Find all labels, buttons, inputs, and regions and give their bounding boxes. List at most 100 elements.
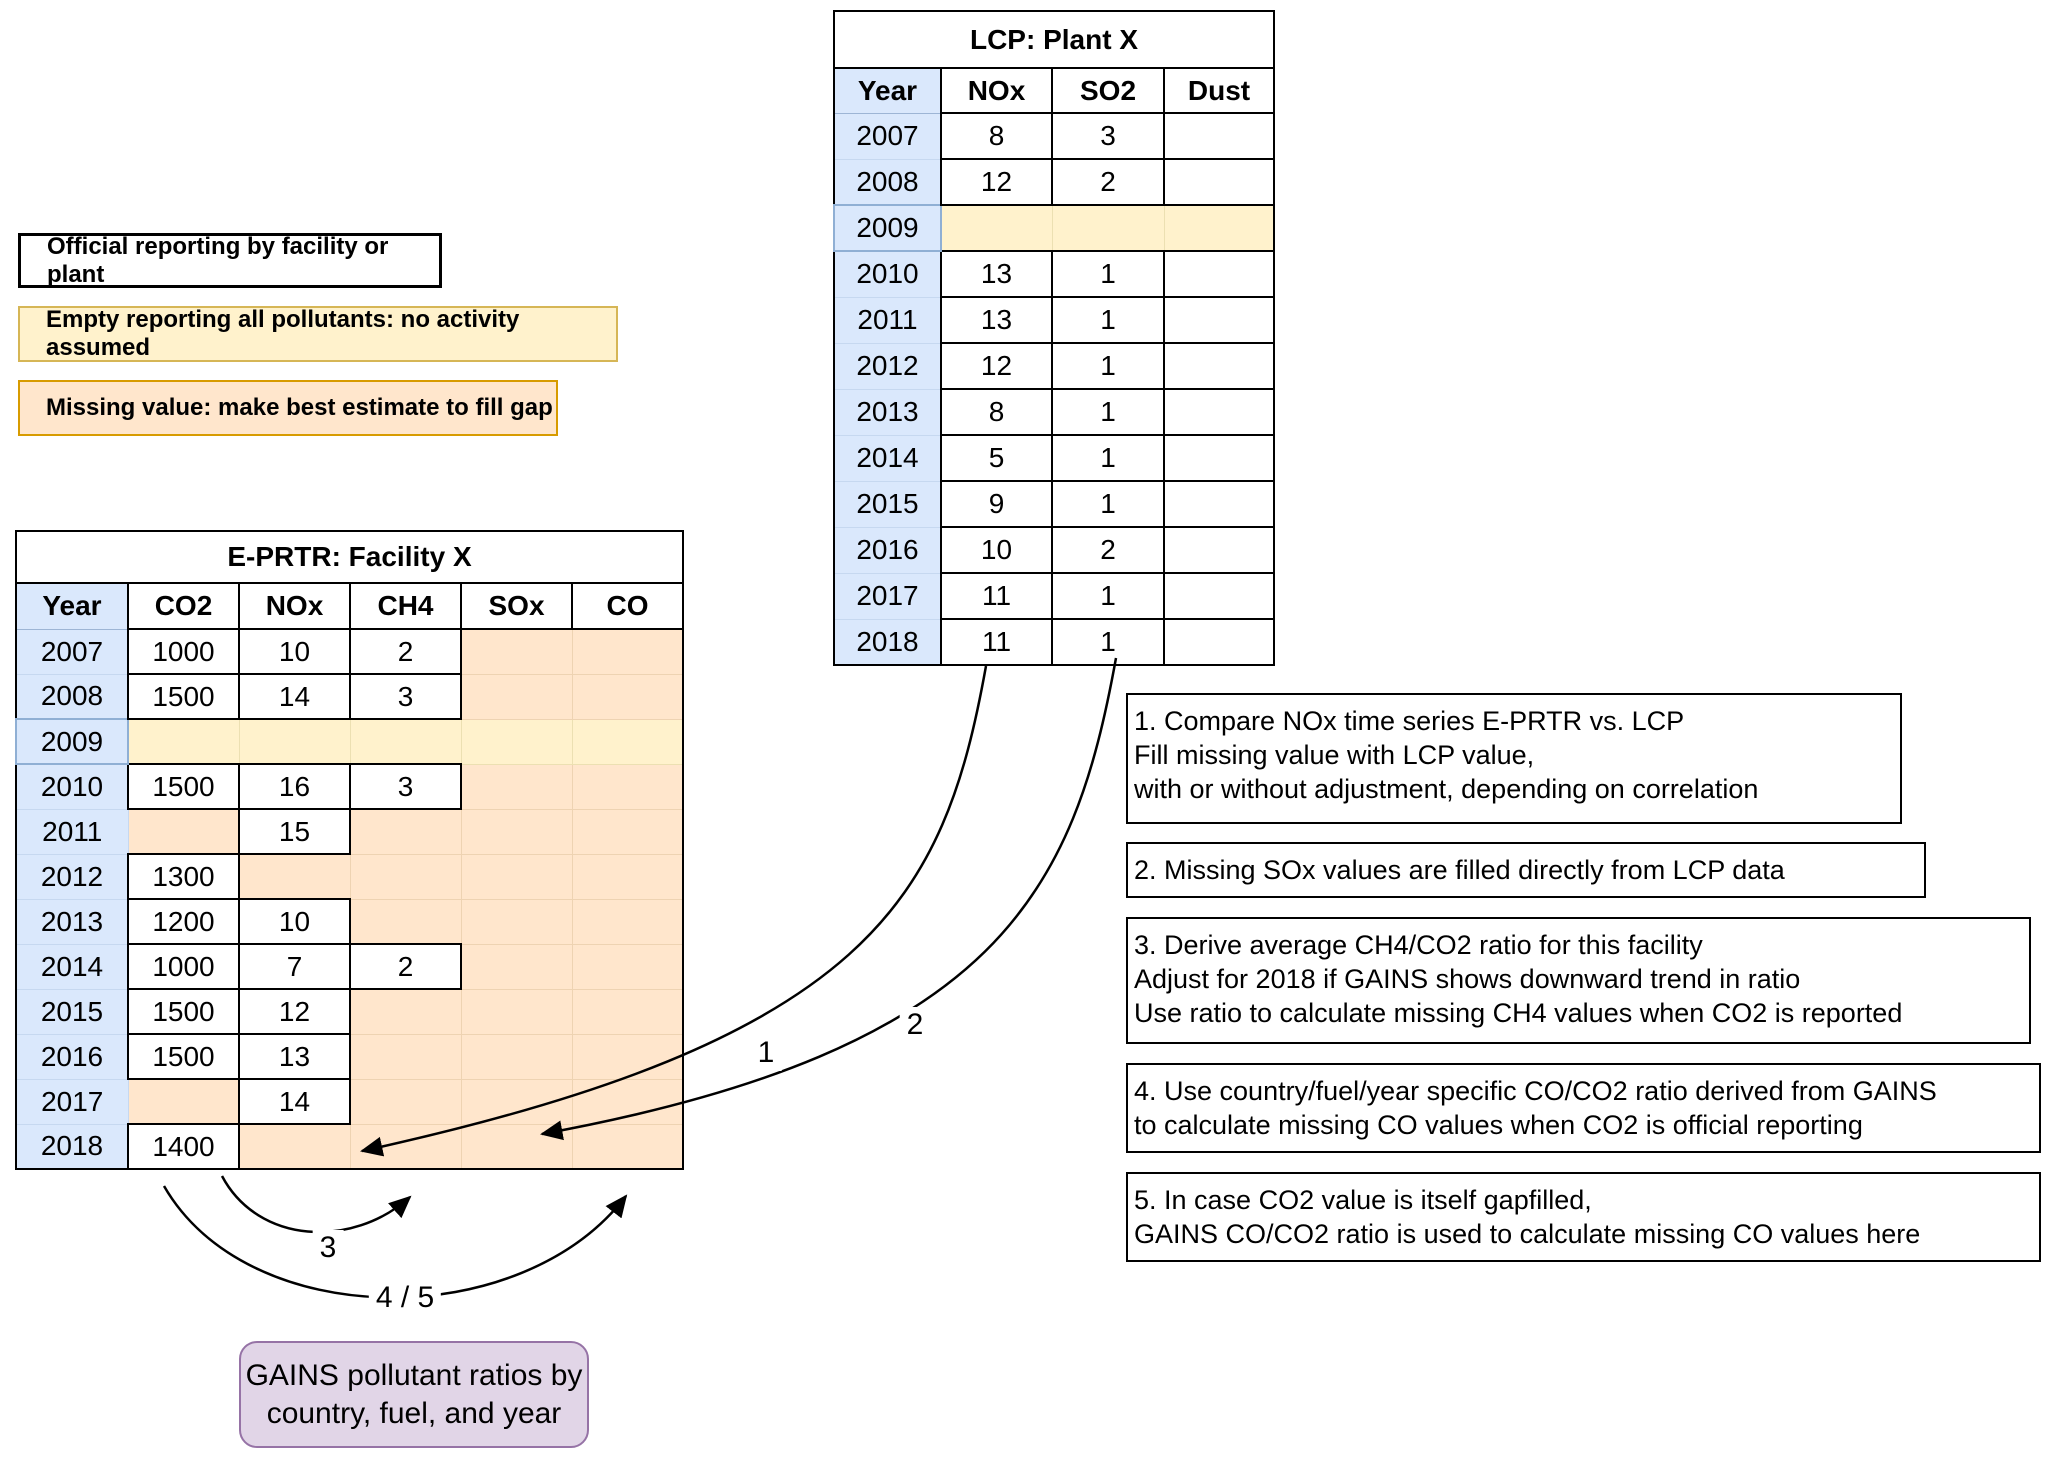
value-cell: 13 [940, 250, 1053, 298]
value-cell: 12 [238, 988, 351, 1035]
value-cell [571, 853, 684, 900]
value-cell [1163, 434, 1275, 482]
value-cell: 1000 [127, 628, 240, 675]
value-cell: 1 [1051, 572, 1165, 620]
value-cell [1163, 296, 1275, 344]
value-cell: 3 [349, 673, 462, 720]
value-cell: 13 [940, 296, 1053, 344]
legend-missing-label: Missing value: make best estimate to fil… [46, 394, 553, 421]
value-cell: 10 [940, 526, 1053, 574]
value-cell: 8 [940, 388, 1053, 436]
year-cell: 2011 [15, 808, 129, 855]
year-cell: 2013 [833, 388, 942, 436]
year-cell: 2010 [15, 763, 129, 810]
year-cell: 2014 [15, 943, 129, 990]
value-cell [349, 1033, 462, 1080]
note-3-ch4-co2-ratio: 3. Derive average CH4/CO2 ratio for this… [1126, 917, 2031, 1044]
value-cell [1163, 250, 1275, 298]
value-cell: 8 [940, 112, 1053, 160]
arrow-3-co2-to-ch4 [220, 1175, 412, 1234]
year-cell: 2010 [833, 250, 942, 298]
value-cell: 1 [1051, 296, 1165, 344]
value-cell [571, 718, 684, 765]
value-cell: 12 [940, 342, 1053, 390]
note-2-missing-sox: 2. Missing SOx values are filled directl… [1126, 842, 1926, 898]
value-cell: 16 [238, 763, 351, 810]
year-cell: 2018 [833, 618, 942, 666]
value-cell [1163, 158, 1275, 206]
value-cell: 1 [1051, 618, 1165, 666]
value-cell [460, 763, 573, 810]
column-header: CH4 [349, 582, 462, 630]
value-cell: 2 [1051, 526, 1165, 574]
value-cell: 3 [1051, 112, 1165, 160]
year-cell: 2012 [833, 342, 942, 390]
table-title: LCP: Plant X [833, 10, 1275, 69]
value-cell: 9 [940, 480, 1053, 528]
legend-official-label: Official reporting by facility or plant [47, 232, 389, 288]
column-header: NOx [940, 67, 1053, 114]
year-cell: 2016 [833, 526, 942, 574]
table-row: 2009 [833, 204, 1275, 252]
year-cell: 2008 [15, 673, 129, 720]
value-cell [571, 1078, 684, 1125]
year-cell: 2014 [833, 434, 942, 482]
value-cell: 10 [238, 628, 351, 675]
year-cell: 2016 [15, 1033, 129, 1080]
column-header: Year [833, 67, 942, 114]
value-cell [349, 808, 462, 855]
value-cell [571, 943, 684, 990]
value-cell: 7 [238, 943, 351, 990]
value-cell: 1 [1051, 480, 1165, 528]
value-cell: 2 [349, 628, 462, 675]
table-title: E-PRTR: Facility X [15, 530, 684, 584]
value-cell: 2 [349, 943, 462, 990]
value-cell: 11 [940, 572, 1053, 620]
table-row: 2009 [15, 718, 684, 765]
value-cell: 1500 [127, 673, 240, 720]
value-cell [127, 718, 240, 765]
note-4-co-co2-ratio: 4. Use country/fuel/year specific CO/CO2… [1126, 1063, 2041, 1153]
legend-empty-reporting: Empty reporting all pollutants: no activ… [18, 306, 618, 362]
value-cell [349, 1078, 462, 1125]
value-cell: 1 [1051, 434, 1165, 482]
value-cell [460, 853, 573, 900]
year-cell: 2007 [833, 112, 942, 160]
value-cell [571, 673, 684, 720]
year-cell: 2018 [15, 1123, 129, 1170]
column-header: NOx [238, 582, 351, 630]
value-cell [127, 1078, 240, 1125]
year-cell: 2007 [15, 628, 129, 675]
value-cell: 10 [238, 898, 351, 945]
value-cell: 1200 [127, 898, 240, 945]
value-cell [460, 808, 573, 855]
value-cell [571, 988, 684, 1035]
year-cell: 2009 [833, 204, 942, 252]
value-cell: 11 [940, 618, 1053, 666]
year-cell: 2017 [15, 1078, 129, 1125]
year-cell: 2012 [15, 853, 129, 900]
value-cell [940, 204, 1053, 252]
value-cell [571, 1123, 684, 1170]
value-cell [349, 1123, 462, 1170]
value-cell: 5 [940, 434, 1053, 482]
arrow-label-1: 1 [750, 1035, 782, 1071]
